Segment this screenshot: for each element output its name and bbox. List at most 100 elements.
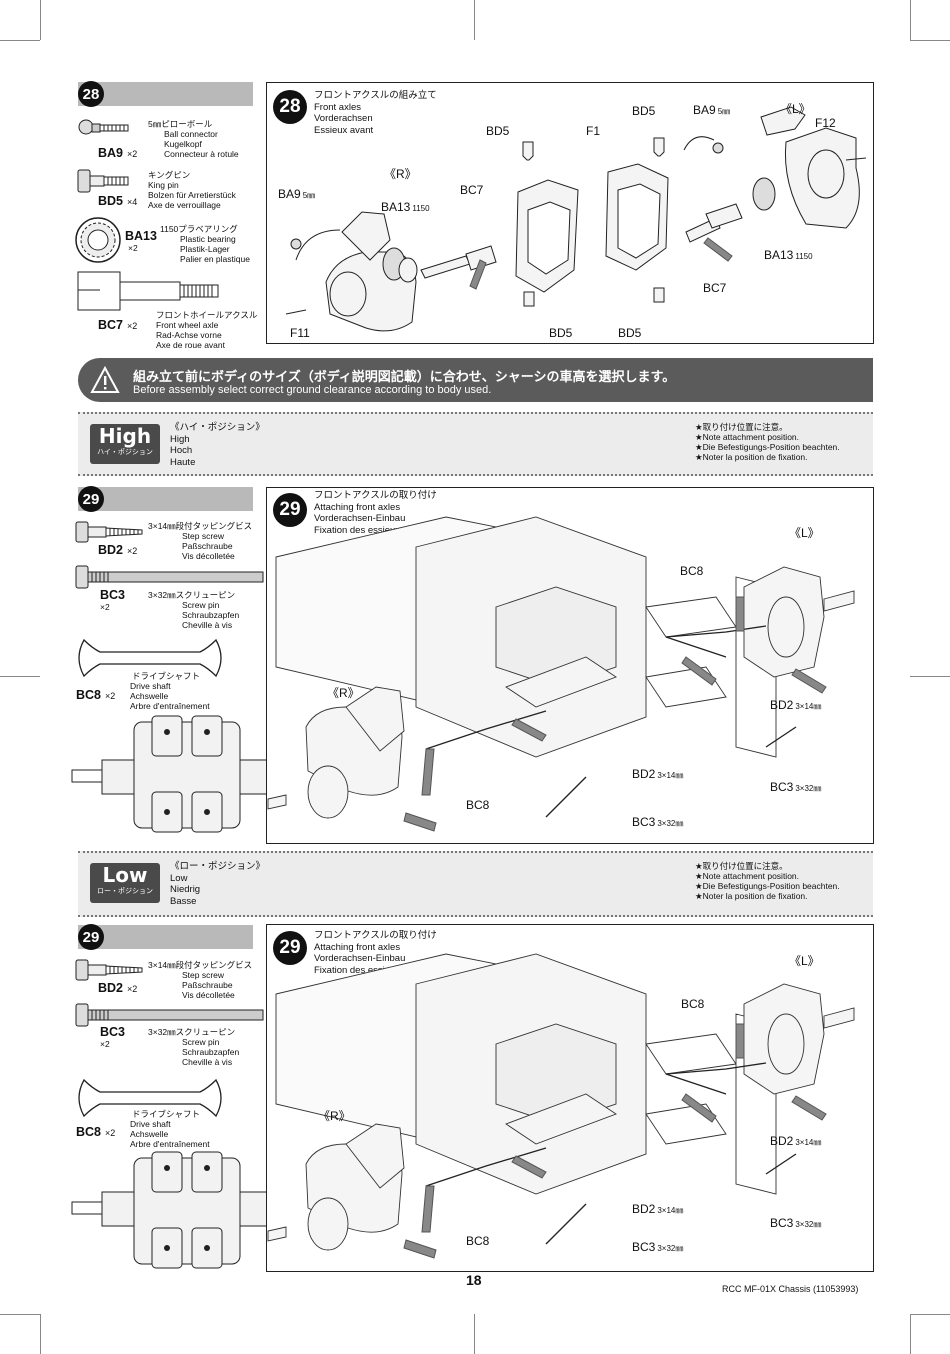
axle-position-preview-low (71, 1151, 303, 1269)
label-bd5-c: BD5 (549, 326, 573, 340)
high-badge: High ハイ・ポジション (90, 424, 160, 464)
step-screw-icon (75, 521, 143, 543)
part-desc-bd5: キングピン King pin Bolzen für Arretierstück … (148, 170, 236, 210)
part-desc-bc3-low: 3×32㎜スクリューピン Screw pin Schraubzapfen Che… (148, 1027, 240, 1067)
low-attachment-note: ★取り付け位置に注意。 ★Note attachment position. ★… (695, 861, 840, 901)
label-r-high: 《R》 (327, 686, 360, 700)
step-28-bar (78, 82, 253, 106)
label-bd5-a: BD5 (486, 124, 510, 138)
part-desc-bc3-high: 3×32㎜スクリューピン Screw pin Schraubzapfen Che… (148, 590, 240, 630)
warning-text-jp: 組み立て前にボディのサイズ（ボディ説明図記載）に合わせ、シャーシの車高を選択しま… (133, 369, 676, 384)
step-29-low-number: 29 (78, 924, 104, 950)
part-desc-ba13: 1150プラベアリング Plastic bearing Plastik-Lage… (160, 224, 250, 264)
part-code-bc3-low: BC3 (100, 1025, 126, 1039)
step-29-high-number: 29 (78, 486, 104, 512)
part-code-ba13: BA13 (125, 229, 157, 243)
part-qty-ba13: ×2 (128, 243, 138, 253)
label-bc8-high-b: BC8 (466, 798, 490, 812)
front-wheel-axle-icon (77, 271, 219, 311)
label-bc8-low-b: BC8 (466, 1234, 490, 1248)
high-attachment-note: ★取り付け位置に注意。 ★Note attachment position. ★… (695, 422, 840, 462)
drive-shaft-icon (78, 1078, 222, 1118)
label-r-low: 《R》 (318, 1109, 351, 1123)
step-29-high-panel-number: 29 (273, 493, 307, 527)
crop-mark (474, 0, 475, 40)
label-f12: F12 (815, 116, 836, 130)
step-29-high-panel-title: フロントアクスルの取り付け Attaching front axles Vord… (314, 490, 437, 536)
crop-mark (40, 1314, 41, 1354)
warning-text-en: Before assembly select correct ground cl… (133, 384, 492, 396)
ball-connector-icon (78, 119, 129, 135)
part-desc-bc8-high: ドライブシャフト Drive shaft Achswelle Arbre d'e… (130, 671, 210, 711)
part-code-bd2-low: BD2×2 (98, 981, 138, 995)
step-screw-icon (75, 959, 143, 981)
drive-shaft-icon (78, 638, 222, 678)
page-number: 18 (466, 1272, 482, 1288)
part-code-bc3-high: BC3 (100, 588, 126, 602)
part-code-bd2-high: BD2×2 (98, 543, 138, 557)
part-desc-bc7: フロントホイールアクスル Front wheel axle Rad-Achse … (156, 310, 258, 350)
step-29-low-bar (78, 925, 253, 949)
high-position-names: 《ハイ・ポジション》 High Hoch Haute (170, 422, 265, 468)
crop-mark (910, 676, 950, 677)
label-l-high: 《L》 (789, 526, 820, 540)
crop-mark (474, 1314, 475, 1354)
step-29-high-bar (78, 487, 253, 511)
front-axle-install-diagram-high (267, 516, 855, 832)
crop-mark (40, 0, 41, 40)
front-axle-install-diagram-low (267, 953, 855, 1259)
crop-mark (910, 0, 911, 40)
crop-mark (0, 40, 40, 41)
document-code: RCC MF-01X Chassis (11053993) (722, 1284, 859, 1294)
low-badge: Low ロー・ポジション (90, 863, 160, 903)
part-code-bd5: BD5×4 (98, 194, 138, 208)
front-axle-assembly-diagram (285, 106, 867, 332)
part-desc-bd2-low: 3×14㎜段付タッピングビス Step screw Paßschraube Vi… (148, 960, 253, 1000)
high-position-box: High ハイ・ポジション 《ハイ・ポジション》 High Hoch Haute… (78, 412, 873, 476)
king-pin-icon (77, 169, 129, 193)
label-r: 《R》 (384, 167, 417, 181)
label-bc8-high-a: BC8 (680, 564, 704, 578)
step-29-low-panel-title: フロントアクスルの取り付け Attaching front axles Vord… (314, 930, 437, 976)
label-bc7-right: BC7 (703, 281, 727, 295)
warning-icon (90, 365, 120, 393)
step-28-panel-title: フロントアクスルの組み立て Front axles Vorderachsen E… (314, 90, 437, 136)
crop-mark (910, 40, 950, 41)
step-28-number: 28 (78, 81, 104, 107)
low-position-box: Low ロー・ポジション 《ロー・ポジション》 Low Niedrig Bass… (78, 851, 873, 917)
screw-pin-icon (75, 565, 264, 589)
low-position-names: 《ロー・ポジション》 Low Niedrig Basse (170, 861, 266, 907)
part-code-bc8-high: BC8×2 (76, 688, 116, 702)
label-l-low: 《L》 (789, 954, 820, 968)
label-bd5-d: BD5 (618, 326, 642, 340)
plastic-bearing-icon (75, 217, 121, 263)
label-l: 《L》 (780, 102, 811, 116)
screw-pin-icon (75, 1003, 264, 1027)
part-desc-ba9: 5㎜ピローボール Ball connector Kugelkopf Connec… (148, 119, 239, 159)
ground-clearance-warning: 組み立て前にボディのサイズ（ボディ説明図記載）に合わせ、シャーシの車高を選択しま… (78, 358, 873, 402)
crop-mark (910, 1314, 950, 1315)
part-desc-bd2-high: 3×14㎜段付タッピングビス Step screw Paßschraube Vi… (148, 521, 253, 561)
part-code-bc8-low: BC8×2 (76, 1125, 116, 1139)
step-29-low-panel-number: 29 (273, 931, 307, 965)
part-desc-bc8-low: ドライブシャフト Drive shaft Achswelle Arbre d'e… (130, 1109, 210, 1149)
label-f11: F11 (290, 326, 310, 340)
part-qty-bc3-low: ×2 (100, 1039, 110, 1049)
label-bd5-b: BD5 (632, 104, 656, 118)
step-28-panel-number: 28 (273, 90, 307, 124)
part-code-ba9: BA9×2 (98, 146, 138, 160)
crop-mark (0, 676, 40, 677)
label-f1: F1 (586, 124, 601, 138)
